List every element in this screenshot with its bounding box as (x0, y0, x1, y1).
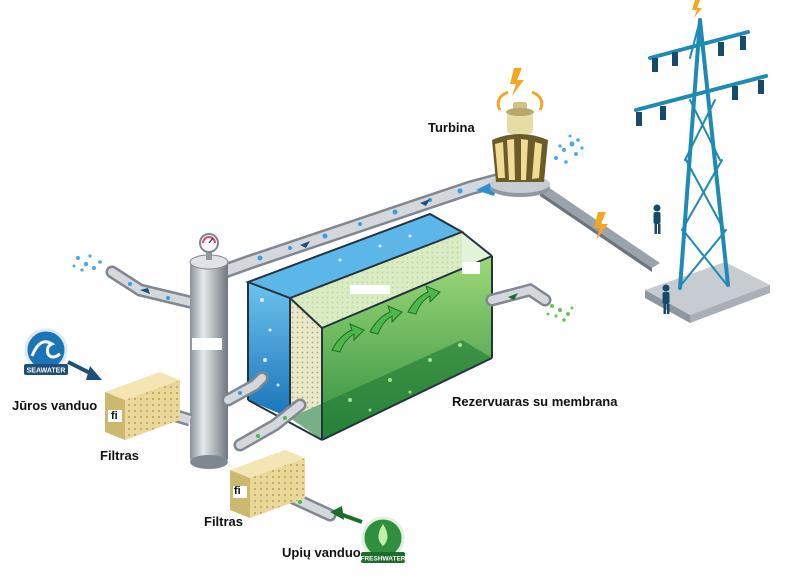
filter-mark-2: fi (234, 485, 241, 497)
pressure-gauge-icon (199, 233, 219, 260)
turbine-label: Turbina (428, 120, 475, 135)
seawater-inflow-arrow (67, 360, 102, 380)
water-spray (554, 134, 584, 164)
sea-water-label: Jūros vanduo (12, 398, 98, 413)
seawater-wave-icon (30, 340, 61, 359)
lightning-icon (510, 68, 524, 96)
river-water-label: Upių vanduo (282, 545, 361, 560)
freshwater-badge: FRESHWATER (360, 516, 406, 563)
worker-figure (653, 204, 661, 234)
filter-label-2: Filtras (204, 514, 244, 529)
tank-label: Rezervuaras su membrana (452, 394, 618, 409)
filter-mark-1: fi (111, 410, 118, 422)
filter-block (105, 372, 180, 440)
label-mask (192, 338, 222, 350)
freshwater-inflow-arrow (330, 506, 363, 524)
pipe-to-turbine (214, 172, 508, 280)
rotation-arrows-icon (496, 90, 544, 111)
seawater-badge-text: SEAWATER (27, 368, 66, 375)
filter-block (230, 450, 305, 518)
freshwater-drop-icon (378, 524, 388, 546)
label-mask (462, 262, 480, 274)
lightning-icon (692, 0, 702, 18)
seawater-badge: SEAWATER (24, 328, 68, 375)
exhaust-pipe (105, 265, 197, 309)
worker-figure (662, 284, 670, 314)
water-spray (546, 304, 574, 322)
filter-label-1: Filtras (100, 448, 140, 463)
water-spray (72, 254, 102, 272)
label-mask (350, 285, 390, 294)
pressure-exchanger-column (189, 254, 229, 469)
outlet-pipe (485, 282, 552, 307)
turbine (490, 102, 550, 197)
osmosis-flow-arrows (331, 285, 441, 353)
freshwater-badge-text: FRESHWATER (360, 556, 405, 563)
insulators (636, 36, 764, 126)
electricity-pylon (634, 18, 768, 290)
lightning-icon (594, 212, 608, 240)
